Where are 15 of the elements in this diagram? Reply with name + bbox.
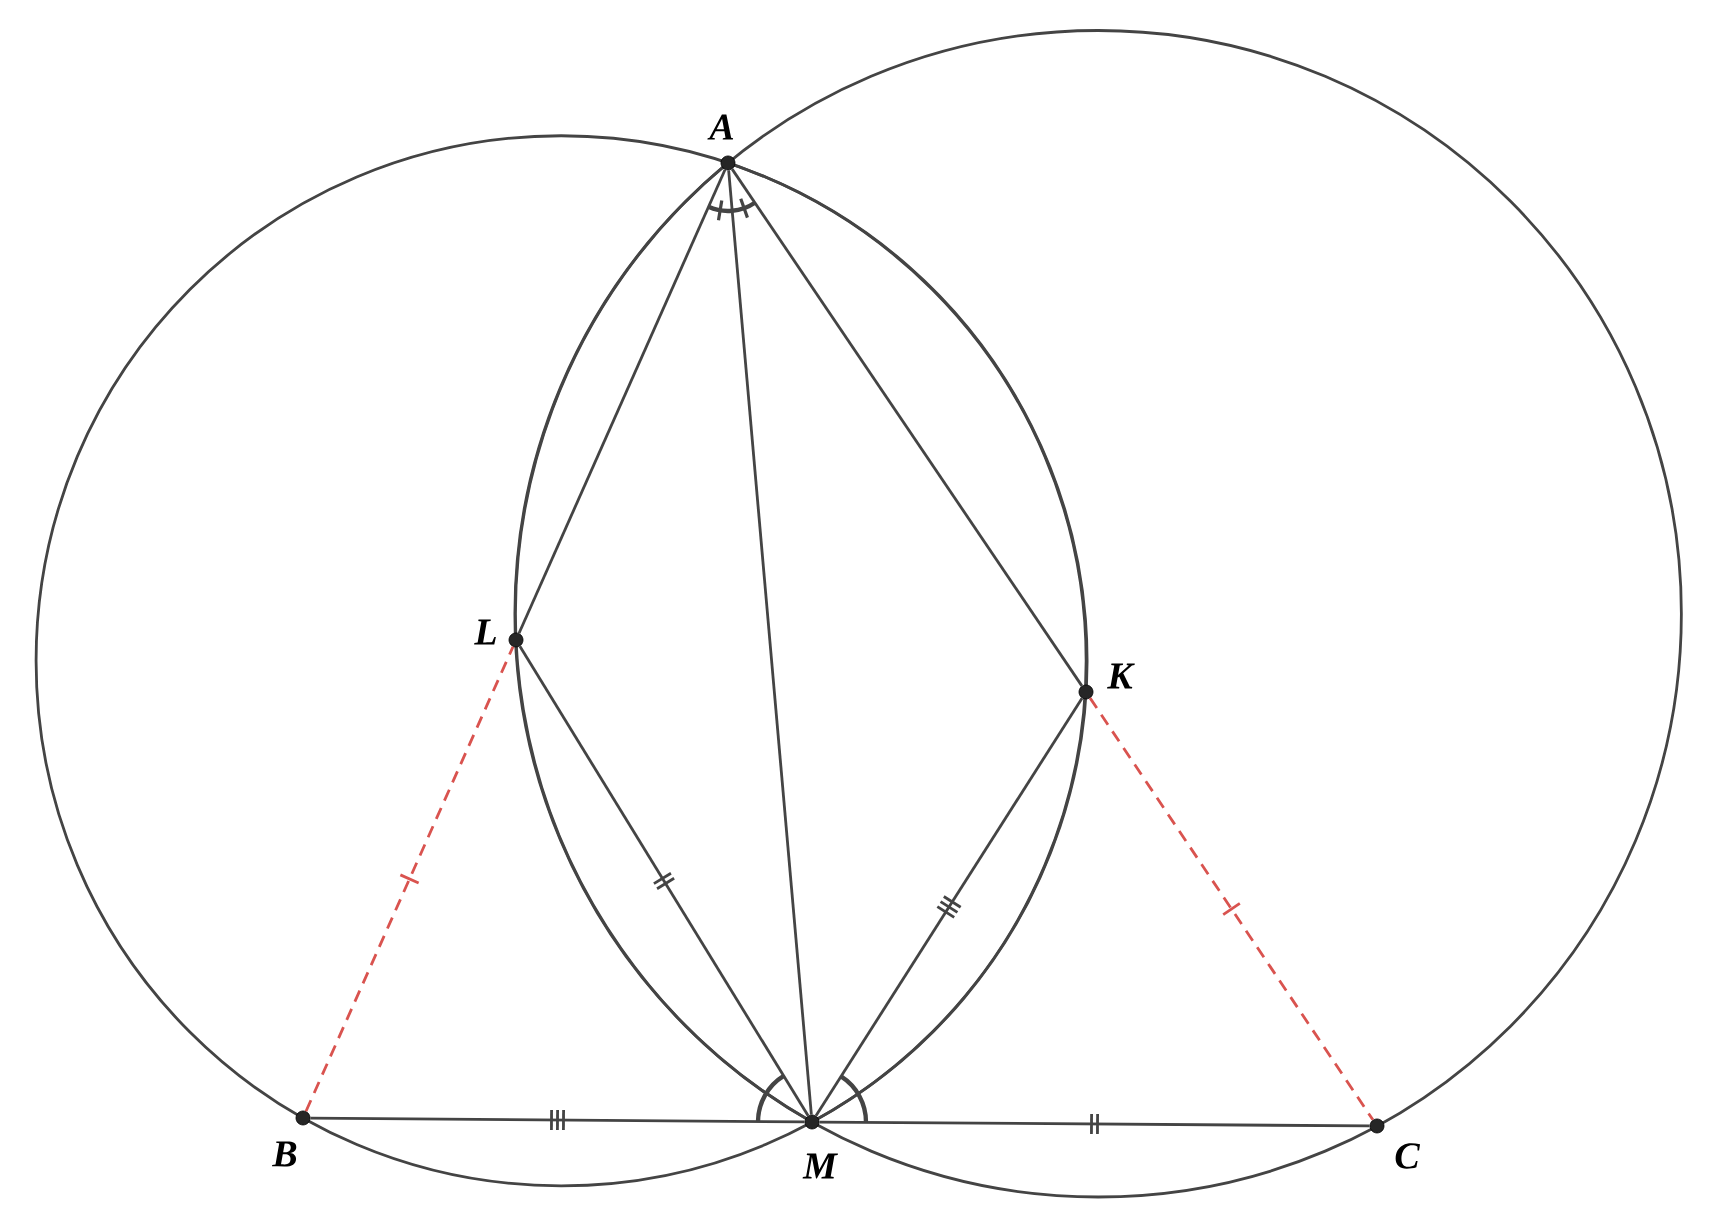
line-segment (814, 697, 1084, 1117)
point-label: B (272, 1141, 297, 1167)
line-segment (819, 1120, 1370, 1128)
point-label: K (1107, 663, 1135, 689)
point-label: A (707, 114, 734, 140)
point-label: L (474, 619, 496, 645)
point-label: C (1395, 1143, 1421, 1169)
line-segment (727, 170, 813, 1115)
point-label: M (802, 1153, 838, 1179)
line-segment (304, 646, 515, 1112)
line-segment (518, 645, 810, 1117)
line-segment (731, 168, 1084, 687)
line-segment (517, 169, 727, 634)
line-segment (310, 1116, 805, 1124)
line-segment (1088, 697, 1375, 1121)
